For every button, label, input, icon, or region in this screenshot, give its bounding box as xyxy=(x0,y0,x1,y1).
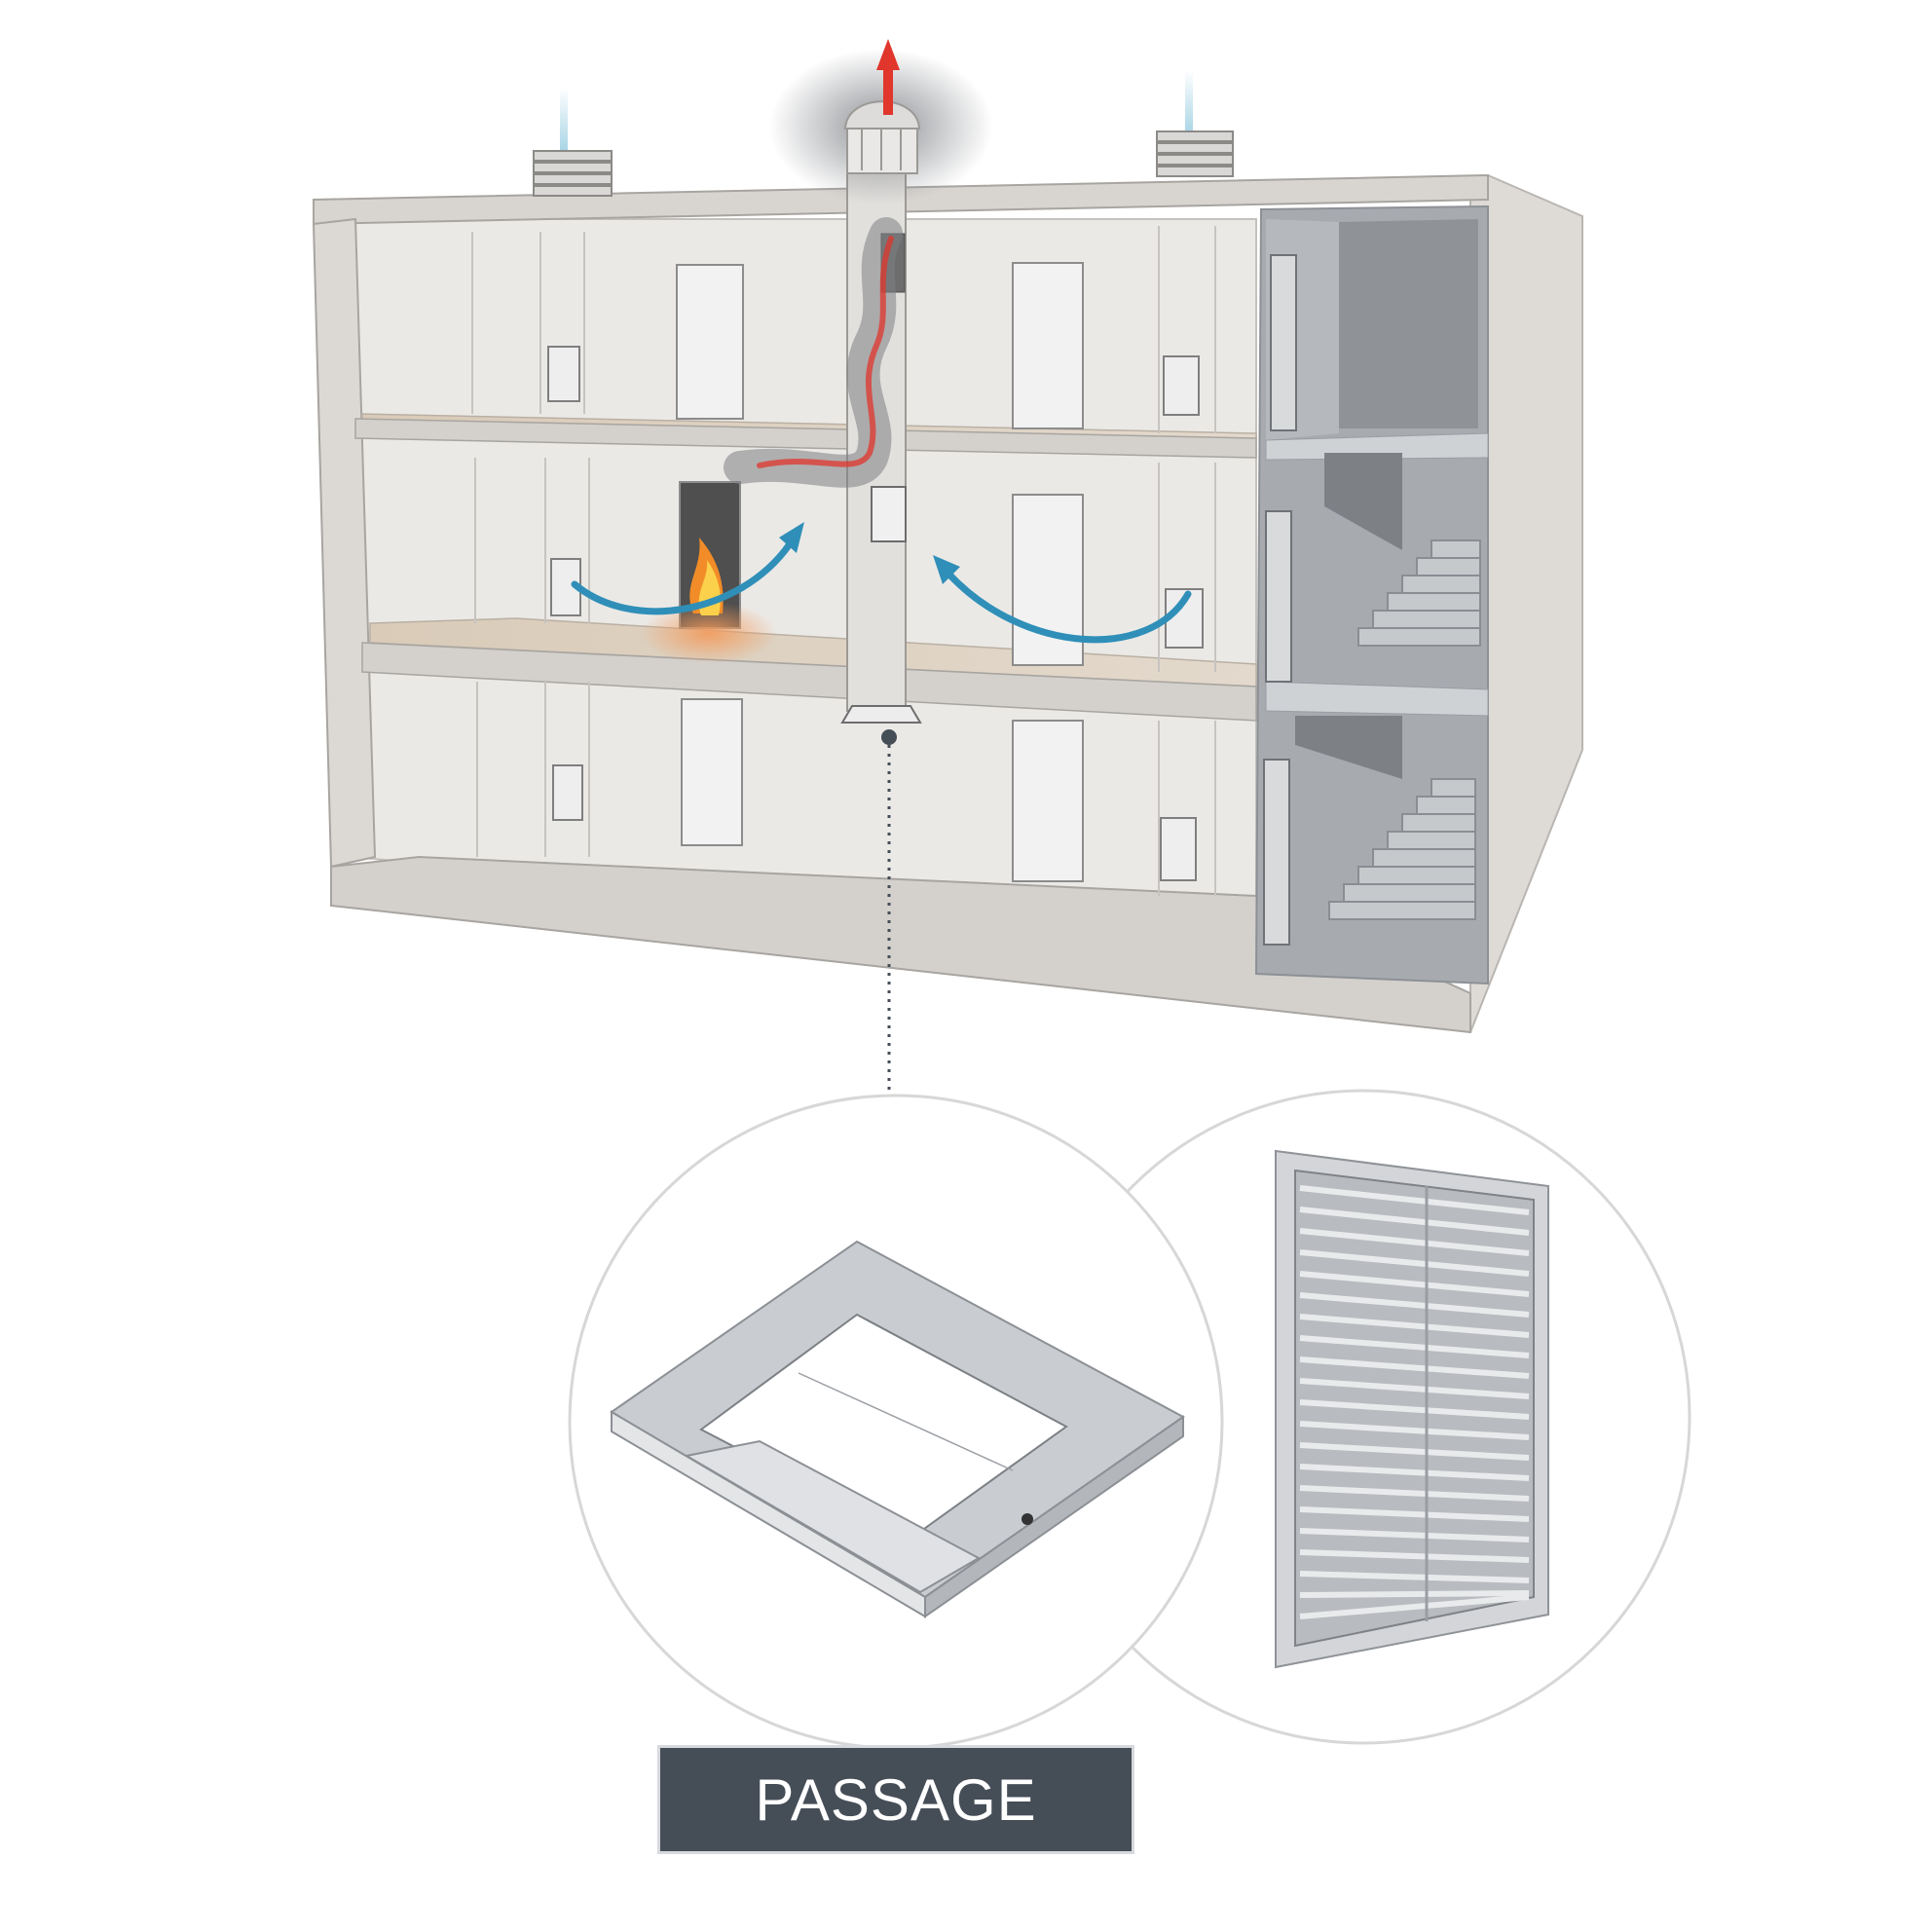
door xyxy=(676,264,744,420)
shaft-damper-middle xyxy=(871,486,907,542)
roof-exhaust-fan-icon xyxy=(843,100,921,174)
building xyxy=(312,169,1583,1034)
door xyxy=(1012,262,1084,429)
slab-edge-upper xyxy=(354,418,1257,459)
floor-slab-middle xyxy=(369,617,1257,687)
stair-steps xyxy=(1328,539,1481,920)
stair-door xyxy=(1270,254,1297,431)
roof-vent-icon xyxy=(533,88,613,197)
roof-vent-icon xyxy=(1156,70,1234,177)
door xyxy=(1012,720,1084,882)
door xyxy=(681,698,743,846)
fresh-air-arrowhead xyxy=(779,522,804,553)
wall-partitions xyxy=(471,226,1216,896)
fresh-air-arrowhead xyxy=(933,555,960,584)
stair-door xyxy=(1265,510,1292,683)
base-slab xyxy=(330,855,1471,1034)
corridor-vents xyxy=(547,346,1204,881)
passage-damper-marker xyxy=(840,705,922,724)
left-end-wall xyxy=(312,217,377,869)
doors xyxy=(676,262,1084,882)
fresh-air-arrow xyxy=(571,541,793,615)
fire-glow xyxy=(641,602,777,664)
passage-damper-icon xyxy=(610,1240,1185,1618)
stairwell xyxy=(1254,204,1489,985)
wall-grille-icon xyxy=(1275,1149,1549,1669)
stair-door xyxy=(1263,759,1290,946)
passage-label-text: PASSAGE xyxy=(755,1766,1037,1833)
corridor-vent xyxy=(1163,355,1200,416)
building-back-wall xyxy=(350,218,1257,937)
corridor-vent xyxy=(1160,817,1197,881)
smoke-exhaust-arrow xyxy=(757,236,894,468)
slab-edge-middle xyxy=(361,642,1257,722)
smoke-exhaust-arrow xyxy=(876,39,900,115)
corridor-vent xyxy=(552,764,583,821)
corridor-vent xyxy=(547,346,580,402)
passage-label: PASSAGE xyxy=(657,1745,1134,1854)
callout-dot xyxy=(881,729,897,745)
fresh-air-arrow xyxy=(946,571,1192,644)
grille-louvers xyxy=(1299,1185,1530,1619)
